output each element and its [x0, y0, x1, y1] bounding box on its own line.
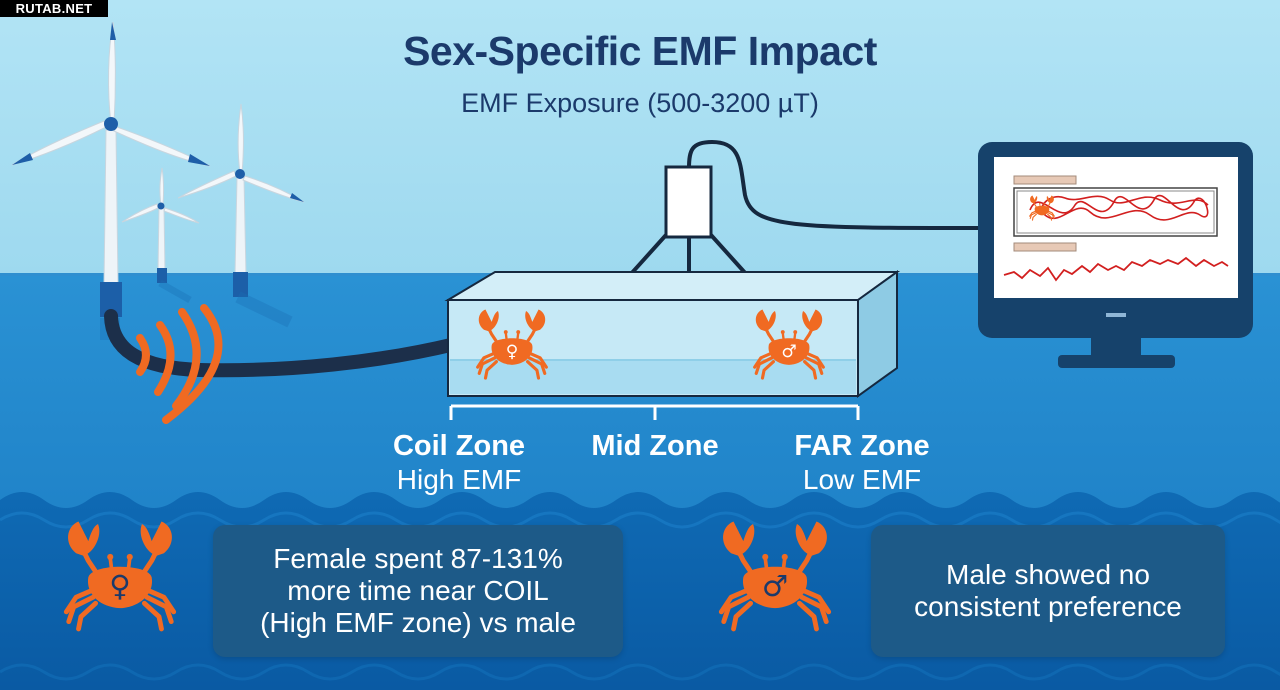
- page-subtitle: EMF Exposure (500-3200 µT): [461, 88, 819, 118]
- zone-name: Mid Zone: [591, 430, 719, 462]
- crab-icon: ♂: [753, 307, 825, 380]
- zone-name: FAR Zone: [794, 430, 930, 462]
- sensor-camera-icon: [628, 139, 991, 277]
- crab-icon: ♀: [66, 522, 173, 629]
- zone-coil: Coil Zone High EMF: [339, 430, 579, 497]
- male-finding-card: Male showed no consistent preference: [871, 525, 1225, 657]
- zone-bracket: [449, 404, 860, 420]
- zone-far: FAR Zone Low EMF: [742, 430, 982, 497]
- crab-icon: ♂: [721, 522, 828, 629]
- male-symbol: ♂: [762, 569, 788, 603]
- finding-line: Female spent 87-131%: [273, 543, 563, 574]
- finding-line: consistent preference: [914, 591, 1182, 622]
- wind-turbine-icon: [11, 21, 305, 340]
- emf-waves-icon: [136, 304, 223, 424]
- crab-icon: ♀: [476, 307, 548, 380]
- female-finding-card: Female spent 87-131% more time near COIL…: [213, 525, 623, 657]
- finding-line: Male showed no: [946, 559, 1150, 590]
- male-symbol: ♂: [781, 342, 796, 362]
- test-tank: [444, 270, 901, 398]
- zone-emf-level: Low EMF: [802, 464, 922, 495]
- subsea-cable: [104, 309, 462, 378]
- female-symbol: ♀: [506, 342, 519, 362]
- finding-line: (High EMF zone) vs male: [260, 607, 576, 638]
- zone-name: Coil Zone: [392, 430, 526, 462]
- watermark: RUTAB.NET: [0, 0, 108, 17]
- female-symbol: ♀: [109, 569, 130, 603]
- computer-monitor-icon: [978, 142, 1253, 368]
- finding-line: more time near COIL: [287, 575, 549, 606]
- zone-emf-level: High EMF: [396, 464, 522, 495]
- zone-mid: Mid Zone: [535, 430, 775, 463]
- page-title: Sex-Specific EMF Impact: [403, 28, 877, 74]
